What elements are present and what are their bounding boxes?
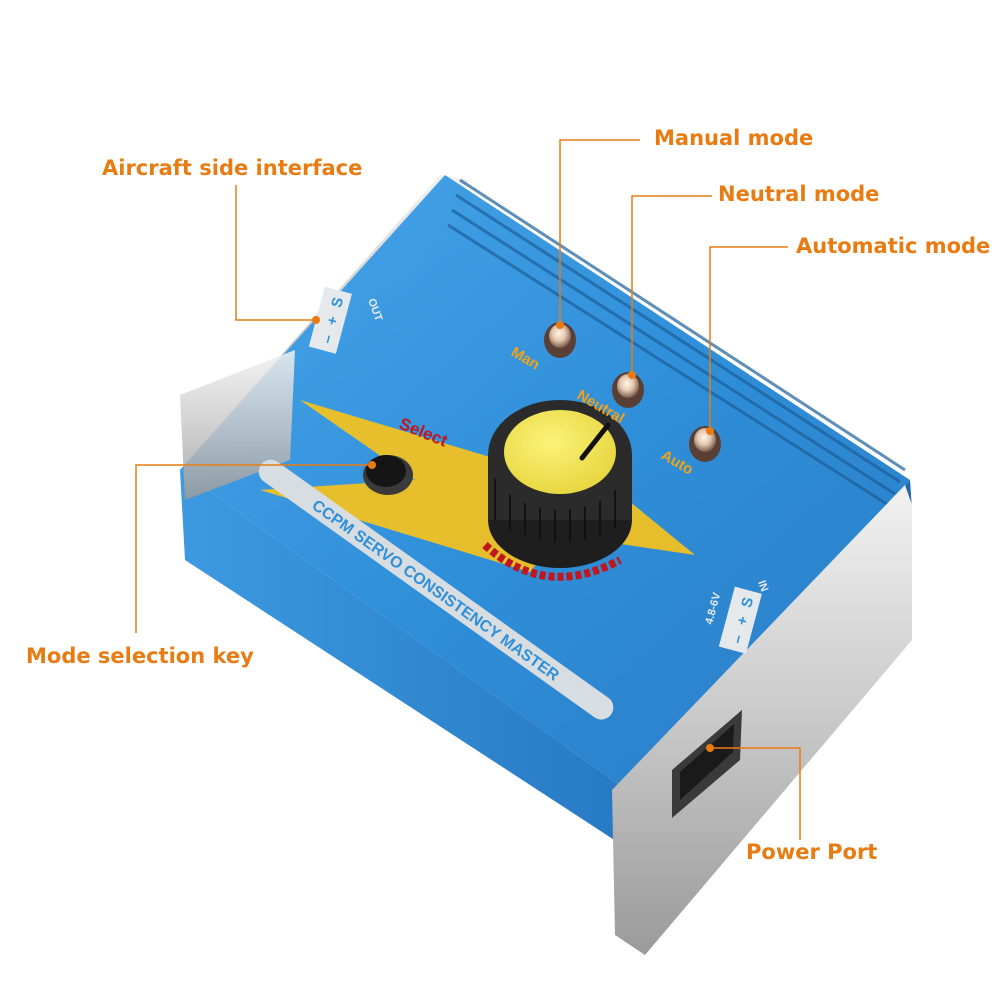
out-pin-s: S bbox=[328, 295, 347, 309]
front-face bbox=[180, 470, 645, 860]
callout-power-port: Power Port bbox=[746, 840, 878, 864]
in-pin-s: S bbox=[738, 595, 757, 609]
in-label: IN bbox=[755, 579, 770, 593]
leader-lines bbox=[135, 139, 801, 840]
knob-pointer bbox=[579, 422, 611, 461]
leader-mode-key bbox=[135, 464, 372, 633]
led-manual bbox=[544, 322, 576, 358]
heat-fins bbox=[447, 178, 906, 508]
right-end-cap bbox=[612, 485, 912, 955]
callout-aircraft-side: Aircraft side interface bbox=[102, 156, 363, 180]
leader-aircraft bbox=[235, 185, 316, 321]
leader-neutral bbox=[631, 195, 712, 372]
led-neutral bbox=[612, 372, 644, 408]
callout-manual-mode: Manual mode bbox=[654, 126, 814, 150]
select-button[interactable] bbox=[363, 455, 413, 495]
callout-neutral-mode: Neutral mode bbox=[718, 182, 880, 206]
in-connector-label: S + – bbox=[718, 586, 762, 654]
leader-auto bbox=[709, 246, 788, 428]
leader-power bbox=[710, 747, 801, 840]
leader-dots bbox=[312, 316, 714, 752]
leader-manual bbox=[559, 139, 640, 322]
rotary-knob[interactable] bbox=[488, 400, 632, 568]
red-arc-indicator bbox=[482, 542, 622, 581]
led-auto bbox=[689, 426, 721, 462]
knob-cap bbox=[504, 410, 616, 494]
out-connector-label: S + – bbox=[308, 286, 352, 354]
callout-mode-selection: Mode selection key bbox=[26, 644, 254, 668]
callout-automatic-mode: Automatic mode bbox=[796, 234, 991, 258]
